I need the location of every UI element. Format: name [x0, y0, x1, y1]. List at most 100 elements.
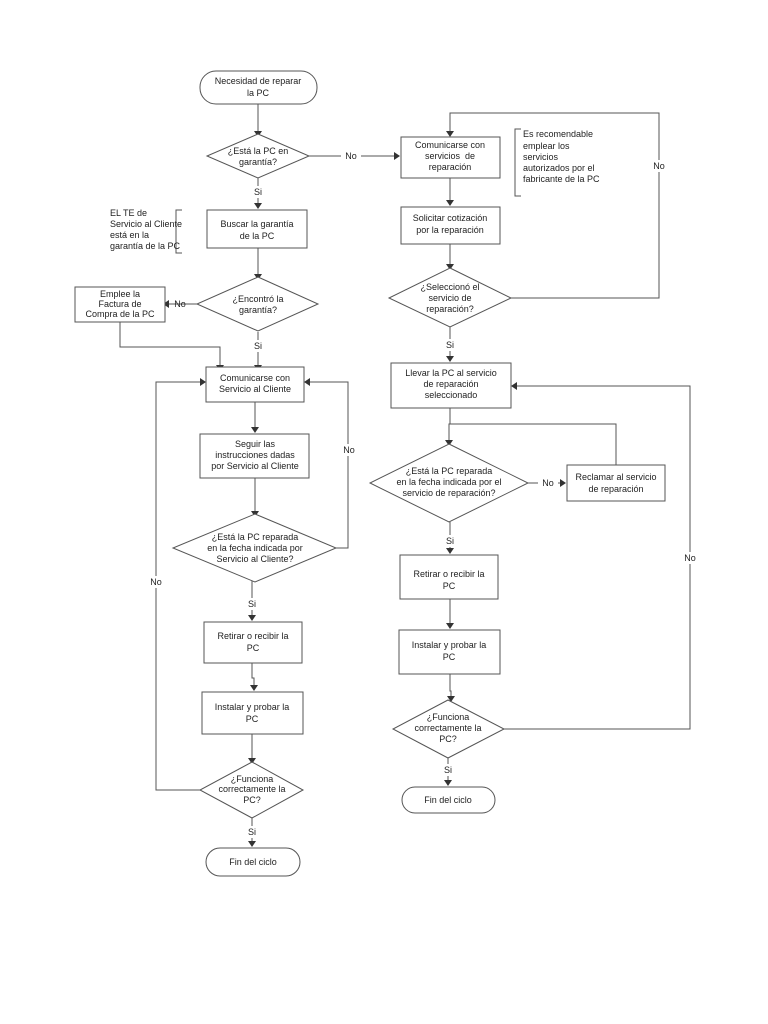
label-no-repaired-left: No	[343, 445, 355, 455]
end-left-text: Fin del ciclo	[229, 857, 277, 867]
label-no-works-left: No	[150, 577, 162, 587]
search-warranty-line-2: de la PC	[240, 231, 275, 241]
label-no-found: No	[174, 299, 186, 309]
auth-note-line-5: fabricante de la PC	[523, 174, 600, 184]
auth-note-line-1: Es recomendable	[523, 129, 593, 139]
te-note-line-1: EL TE de	[110, 208, 147, 218]
repaired-left-line-3: Servicio al Cliente?	[216, 554, 293, 564]
works-right-line-3: PC?	[439, 734, 457, 744]
warranty-q-line-1: ¿Está la PC en	[228, 146, 289, 156]
warranty-q-line-2: garantía?	[239, 157, 277, 167]
te-note-line-2: Servicio al Cliente	[110, 219, 182, 229]
label-si-works-left: Si	[248, 827, 256, 837]
install-left-line-2: PC	[246, 714, 259, 724]
invoice-line-3: Compra de la PC	[85, 309, 155, 319]
request-quote-line-1: Solicitar cotización	[413, 213, 488, 223]
repaired-left-line-1: ¿Está la PC reparada	[212, 532, 299, 542]
label-si-works-right: Si	[444, 765, 452, 775]
claim-box: Reclamar al servicio de reparación	[566, 464, 666, 502]
start-line-2: la PC	[247, 88, 270, 98]
auth-note-line-3: servicios	[523, 152, 559, 162]
auth-note-line-2: emplear los	[523, 141, 570, 151]
invoice-line-2: Factura de	[98, 299, 141, 309]
claim-line-2: de reparación	[588, 484, 643, 494]
label-si-selected: Si	[446, 340, 454, 350]
pickup-left-box: Retirar o recibir la PC	[203, 621, 303, 664]
take-pc-line-2: de reparación	[423, 379, 478, 389]
label-si-repaired-left: Si	[248, 599, 256, 609]
pickup-left-line-2: PC	[247, 643, 260, 653]
label-no-repaired-right: No	[542, 478, 554, 488]
pickup-right-line-1: Retirar o recibir la	[413, 569, 484, 579]
selected-q-line-2: servicio de	[428, 293, 471, 303]
take-pc-line-1: Llevar la PC al servicio	[405, 368, 497, 378]
contact-cs-line-1: Comunicarse con	[220, 373, 290, 383]
start-line-1: Necesidad de reparar	[215, 76, 302, 86]
install-right-line-2: PC	[443, 652, 456, 662]
end-left-terminal: Fin del ciclo	[205, 847, 301, 877]
edge-labels: No Si No Si No Si No Si No Si No Si No S…	[146, 150, 700, 838]
label-no-warranty: No	[345, 151, 357, 161]
repaired-right-line-3: servicio de reparación?	[402, 488, 495, 498]
follow-instr-line-1: Seguir las	[235, 439, 276, 449]
works-left-line-2: correctamente la	[218, 784, 285, 794]
selected-q-line-1: ¿Seleccionó el	[420, 282, 479, 292]
contact-cs-line-2: Servicio al Cliente	[219, 384, 291, 394]
repaired-right-line-2: en la fecha indicada por el	[396, 477, 501, 487]
te-note-line-3: está en la	[110, 230, 149, 240]
selected-q-line-3: reparación?	[426, 304, 474, 314]
auth-note-line-4: autorizados por el	[523, 163, 595, 173]
follow-instr-line-3: por Servicio al Cliente	[211, 461, 299, 471]
pickup-left-line-1: Retirar o recibir la	[217, 631, 288, 641]
annotation-brackets	[175, 128, 521, 254]
end-right-text: Fin del ciclo	[424, 795, 472, 805]
contact-repair-line-1: Comunicarse con	[415, 140, 485, 150]
works-left-line-1: ¿Funciona	[231, 774, 274, 784]
repaired-left-line-2: en la fecha indicada por	[207, 543, 303, 553]
label-si-repaired-right: Si	[446, 536, 454, 546]
works-right-line-2: correctamente la	[414, 723, 481, 733]
contact-repair-line-3: reparación	[429, 162, 472, 172]
label-no-works-right: No	[684, 553, 696, 563]
search-warranty-box: Buscar la garantía de la PC	[206, 209, 308, 249]
label-no-selected: No	[653, 161, 665, 171]
found-q-line-2: garantía?	[239, 305, 277, 315]
follow-instr-line-2: instrucciones dadas	[215, 450, 295, 460]
start-terminal: Necesidad de reparar la PC	[199, 70, 318, 105]
claim-line-1: Reclamar al servicio	[575, 472, 656, 482]
search-warranty-line-1: Buscar la garantía	[220, 219, 293, 229]
take-pc-line-3: seleccionado	[425, 390, 478, 400]
found-q-line-1: ¿Encontró la	[232, 294, 283, 304]
contact-repair-line-2: servicios de	[425, 151, 475, 161]
